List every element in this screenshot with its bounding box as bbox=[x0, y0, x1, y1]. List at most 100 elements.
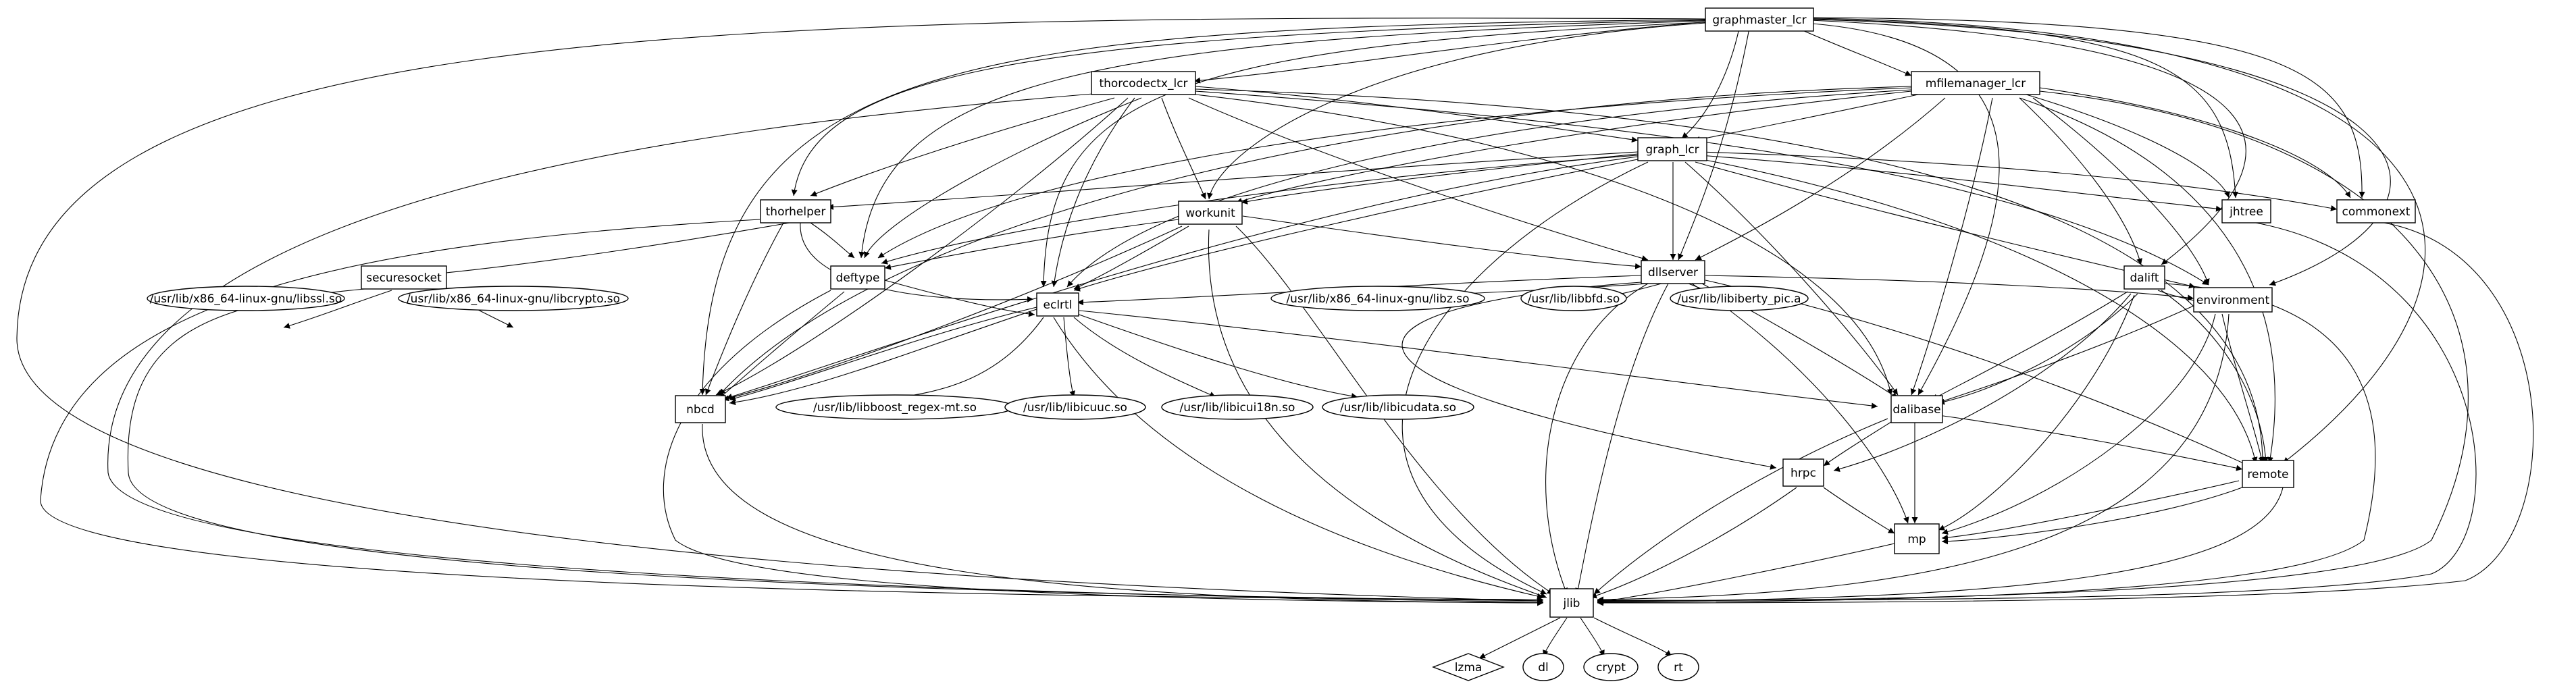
edge-graph-dalibase bbox=[1684, 161, 1899, 396]
edge-eclrtl-libicudata bbox=[1077, 313, 1358, 399]
node-remote-label: remote bbox=[2247, 468, 2288, 481]
node-eclrtl-label: eclrtl bbox=[1044, 298, 1073, 312]
node-rt-label: rt bbox=[1674, 661, 1683, 674]
node-libicudata[interactable]: /usr/lib/libicudata.so bbox=[1322, 394, 1474, 420]
node-nbcd[interactable]: nbcd bbox=[675, 395, 726, 423]
edge-securesocket-libssl bbox=[283, 290, 392, 329]
edge-mfilemanager-dalift bbox=[2019, 97, 2142, 265]
edge-graphmaster-dalibase bbox=[1803, 22, 2000, 396]
edge-environment-jlib bbox=[1597, 313, 2230, 603]
node-lzma[interactable]: lzma bbox=[1432, 653, 1505, 681]
edge-dalift-jlib bbox=[1597, 283, 2376, 606]
node-dalift[interactable]: dalift bbox=[2123, 265, 2165, 290]
node-libbfd[interactable]: /usr/lib/libbfd.so bbox=[1520, 286, 1627, 311]
node-jhtree-label: jhtree bbox=[2229, 205, 2263, 219]
edge-graph-deftype bbox=[881, 155, 1639, 265]
node-environment[interactable]: environment bbox=[2193, 287, 2273, 313]
node-thorcodectx_lcr[interactable]: thorcodectx_lcr bbox=[1091, 71, 1196, 95]
edge-workunit-eclrtl bbox=[1073, 226, 1189, 290]
node-mfilemanager_lcr-label: mfilemanager_lcr bbox=[1926, 77, 2026, 90]
node-mp[interactable]: mp bbox=[1894, 523, 1940, 554]
node-rt[interactable]: rt bbox=[1657, 653, 1699, 681]
edge-dalift-hrpc bbox=[1833, 293, 2132, 472]
edge-hrpc-mp bbox=[1823, 487, 1895, 534]
edges bbox=[16, 17, 2534, 659]
node-workunit-label: workunit bbox=[1185, 207, 1235, 220]
node-dalift-label: dalift bbox=[2130, 271, 2159, 285]
edge-thorcodectx-thorhelper bbox=[810, 97, 1115, 196]
edge-mfilemanager-graph bbox=[1693, 94, 1919, 142]
edge-eclrtl-libicui18n bbox=[1073, 317, 1216, 398]
edge-dllserver-jlib-2 bbox=[1575, 283, 1669, 595]
edge-graphmaster-commonext bbox=[1809, 17, 2365, 199]
node-hrpc[interactable]: hrpc bbox=[1782, 458, 1824, 487]
edge-deftype-nbcd bbox=[719, 291, 845, 399]
edge-graphmaster-thorhelper bbox=[791, 20, 1706, 196]
node-libiberty[interactable]: /usr/lib/libiberty_pic.a bbox=[1670, 286, 1809, 311]
node-libboost[interactable]: /usr/lib/libboost_regex-mt.so bbox=[775, 394, 1014, 420]
edge-eclrtl-libicuuc bbox=[1063, 317, 1075, 398]
edge-thorcodectx-deftype bbox=[864, 97, 1142, 259]
node-deftype[interactable]: deftype bbox=[830, 265, 885, 290]
node-jlib[interactable]: jlib bbox=[1549, 588, 1594, 618]
edge-environment-mp bbox=[1941, 313, 2216, 535]
node-securesocket[interactable]: securesocket bbox=[361, 265, 447, 290]
node-remote[interactable]: remote bbox=[2242, 460, 2294, 488]
edge-workunit-dllserver bbox=[1242, 215, 1642, 269]
node-libicuuc-label: /usr/lib/libicuuc.so bbox=[1023, 401, 1127, 415]
edge-graphmaster-deftype bbox=[858, 20, 1706, 259]
node-hrpc-label: hrpc bbox=[1791, 467, 1816, 480]
node-libiberty-label: /usr/lib/libiberty_pic.a bbox=[1677, 292, 1801, 306]
node-thorhelper[interactable]: thorhelper bbox=[760, 199, 831, 223]
edge-deftype-eclrtl bbox=[884, 280, 1035, 317]
node-graphmaster_lcr[interactable]: graphmaster_lcr bbox=[1705, 7, 1814, 32]
edge-jlib-rt bbox=[1593, 617, 1672, 657]
edge-graphmaster-nbcd bbox=[699, 19, 1706, 396]
edge-thorhelper-jlib bbox=[40, 219, 1544, 603]
node-mp-label: mp bbox=[1907, 533, 1926, 546]
edge-dalibase-hrpc bbox=[1823, 421, 1892, 467]
edge-eclrtl-dalibase bbox=[1079, 310, 1878, 409]
edge-graph-jlib bbox=[1401, 161, 1649, 595]
node-crypt[interactable]: crypt bbox=[1583, 653, 1639, 681]
edge-thorhelper-deftype bbox=[810, 222, 855, 259]
node-dllserver[interactable]: dllserver bbox=[1641, 260, 1705, 284]
edge-mfilemanager-nbcd bbox=[719, 86, 1912, 396]
edge-dalift-dalibase bbox=[1931, 291, 2128, 400]
node-libssl[interactable]: /usr/lib/x86_64-linux-gnu/libssl.so bbox=[147, 286, 345, 311]
edge-remote-jlib bbox=[1597, 487, 2284, 605]
edge-mfilemanager-eclrtl bbox=[1066, 89, 1912, 288]
node-libicuuc[interactable]: /usr/lib/libicuuc.so bbox=[1004, 394, 1146, 420]
node-dl-label: dl bbox=[1538, 661, 1549, 674]
node-libboost-label: /usr/lib/libboost_regex-mt.so bbox=[813, 401, 977, 415]
edge-thorcodectx-eclrtl bbox=[1051, 97, 1135, 288]
edge-graph-nbcd bbox=[725, 156, 1639, 400]
node-workunit[interactable]: workunit bbox=[1178, 201, 1243, 225]
nodes: graphmaster_lcr thorcodectx_lcr mfileman… bbox=[147, 7, 2416, 681]
node-libz[interactable]: /usr/lib/x86_64-linux-gnu/libz.so bbox=[1270, 286, 1485, 311]
node-dalibase[interactable]: dalibase bbox=[1890, 395, 1943, 423]
node-dalibase-label: dalibase bbox=[1892, 403, 1940, 417]
node-graph_lcr[interactable]: graph_lcr bbox=[1637, 137, 1707, 161]
node-environment-label: environment bbox=[2196, 294, 2270, 307]
node-libcrypto-label: /usr/lib/x86_64-linux-gnu/libcrypto.so bbox=[407, 292, 620, 306]
node-mfilemanager_lcr[interactable]: mfilemanager_lcr bbox=[1911, 71, 2040, 95]
edge-graphmaster-remote bbox=[1809, 18, 2426, 464]
edge-mfilemanager-jhtree bbox=[2026, 94, 2230, 199]
edge-nbcd-jlib bbox=[702, 423, 1544, 606]
node-commonext[interactable]: commonext bbox=[2336, 199, 2416, 223]
node-dl[interactable]: dl bbox=[1522, 653, 1564, 681]
node-deftype-label: deftype bbox=[836, 271, 880, 285]
node-libicui18n[interactable]: /usr/lib/libicui18n.so bbox=[1161, 394, 1314, 420]
edge-dllserver-jlib bbox=[1545, 283, 1649, 595]
edge-eclrtl-nbcd bbox=[729, 307, 1037, 402]
node-crypt-label: crypt bbox=[1596, 661, 1626, 674]
edge-dalibase-jlib bbox=[1593, 418, 1888, 595]
node-jhtree[interactable]: jhtree bbox=[2221, 199, 2271, 223]
edge-thorcodectx-dllserver bbox=[1188, 97, 1649, 261]
edge-thorcodectx-nbcd bbox=[715, 97, 1129, 396]
node-libcrypto[interactable]: /usr/lib/x86_64-linux-gnu/libcrypto.so bbox=[398, 286, 629, 311]
node-eclrtl[interactable]: eclrtl bbox=[1036, 292, 1079, 317]
edge-thorcodectx-workunit bbox=[1161, 97, 1206, 200]
edge-thorcodectx-graph bbox=[1195, 86, 1639, 143]
